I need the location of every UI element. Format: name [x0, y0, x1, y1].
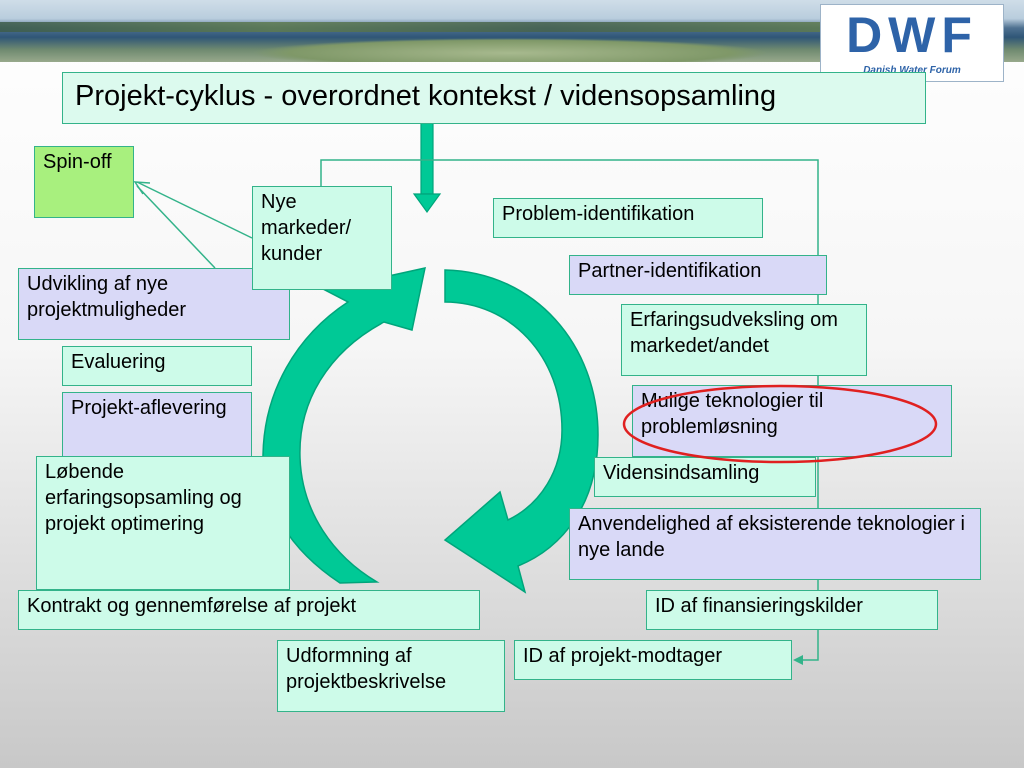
box-udformning: Udformning af projektbeskrivelse [277, 640, 505, 712]
box-evaluering: Evaluering [62, 346, 252, 386]
box-spin-off: Spin-off [34, 146, 134, 218]
spin-off-connector-1 [136, 181, 253, 239]
logo-subtitle: Danish Water Forum [863, 65, 961, 76]
spin-off-connector-2 [136, 185, 216, 269]
box-nye-markeder: Nye markeder/ kunder [252, 186, 392, 290]
banner-island [250, 38, 770, 62]
box-problem: Problem-identifikation [493, 198, 763, 238]
spin-off-arrowhead [133, 181, 151, 195]
title-down-arrow-head [412, 193, 442, 214]
logo-text: DWF [846, 7, 978, 63]
box-aflevering: Projekt-aflevering [62, 392, 252, 464]
box-kontrakt: Kontrakt og gennemførelse af projekt [18, 590, 480, 630]
banner-landscape [0, 22, 820, 32]
box-anvendelighed: Anvendelighed af eksisterende teknologie… [569, 508, 981, 580]
box-modtager: ID af projekt-modtager [514, 640, 792, 680]
highlight-ellipse [622, 384, 938, 464]
box-partner: Partner-identifikation [569, 255, 827, 295]
box-finansiering: ID af finansieringskilder [646, 590, 938, 630]
cycle-arrow-right [443, 269, 599, 594]
cycle-arrow-left [262, 267, 426, 584]
box-erfaring: Erfaringsudveksling om markedet/andet [621, 304, 867, 376]
box-mulige: Mulige teknologier til problemløsning [632, 385, 952, 457]
box-udvikling: Udvikling af nye projektmuligheder [18, 268, 290, 340]
right-connector-line [320, 159, 819, 661]
box-lobende: Løbende erfaringsopsamling og projekt op… [36, 456, 290, 590]
right-connector-arrowhead [793, 655, 803, 665]
page-title: Projekt-cyklus - overordnet kontekst / v… [62, 72, 926, 124]
